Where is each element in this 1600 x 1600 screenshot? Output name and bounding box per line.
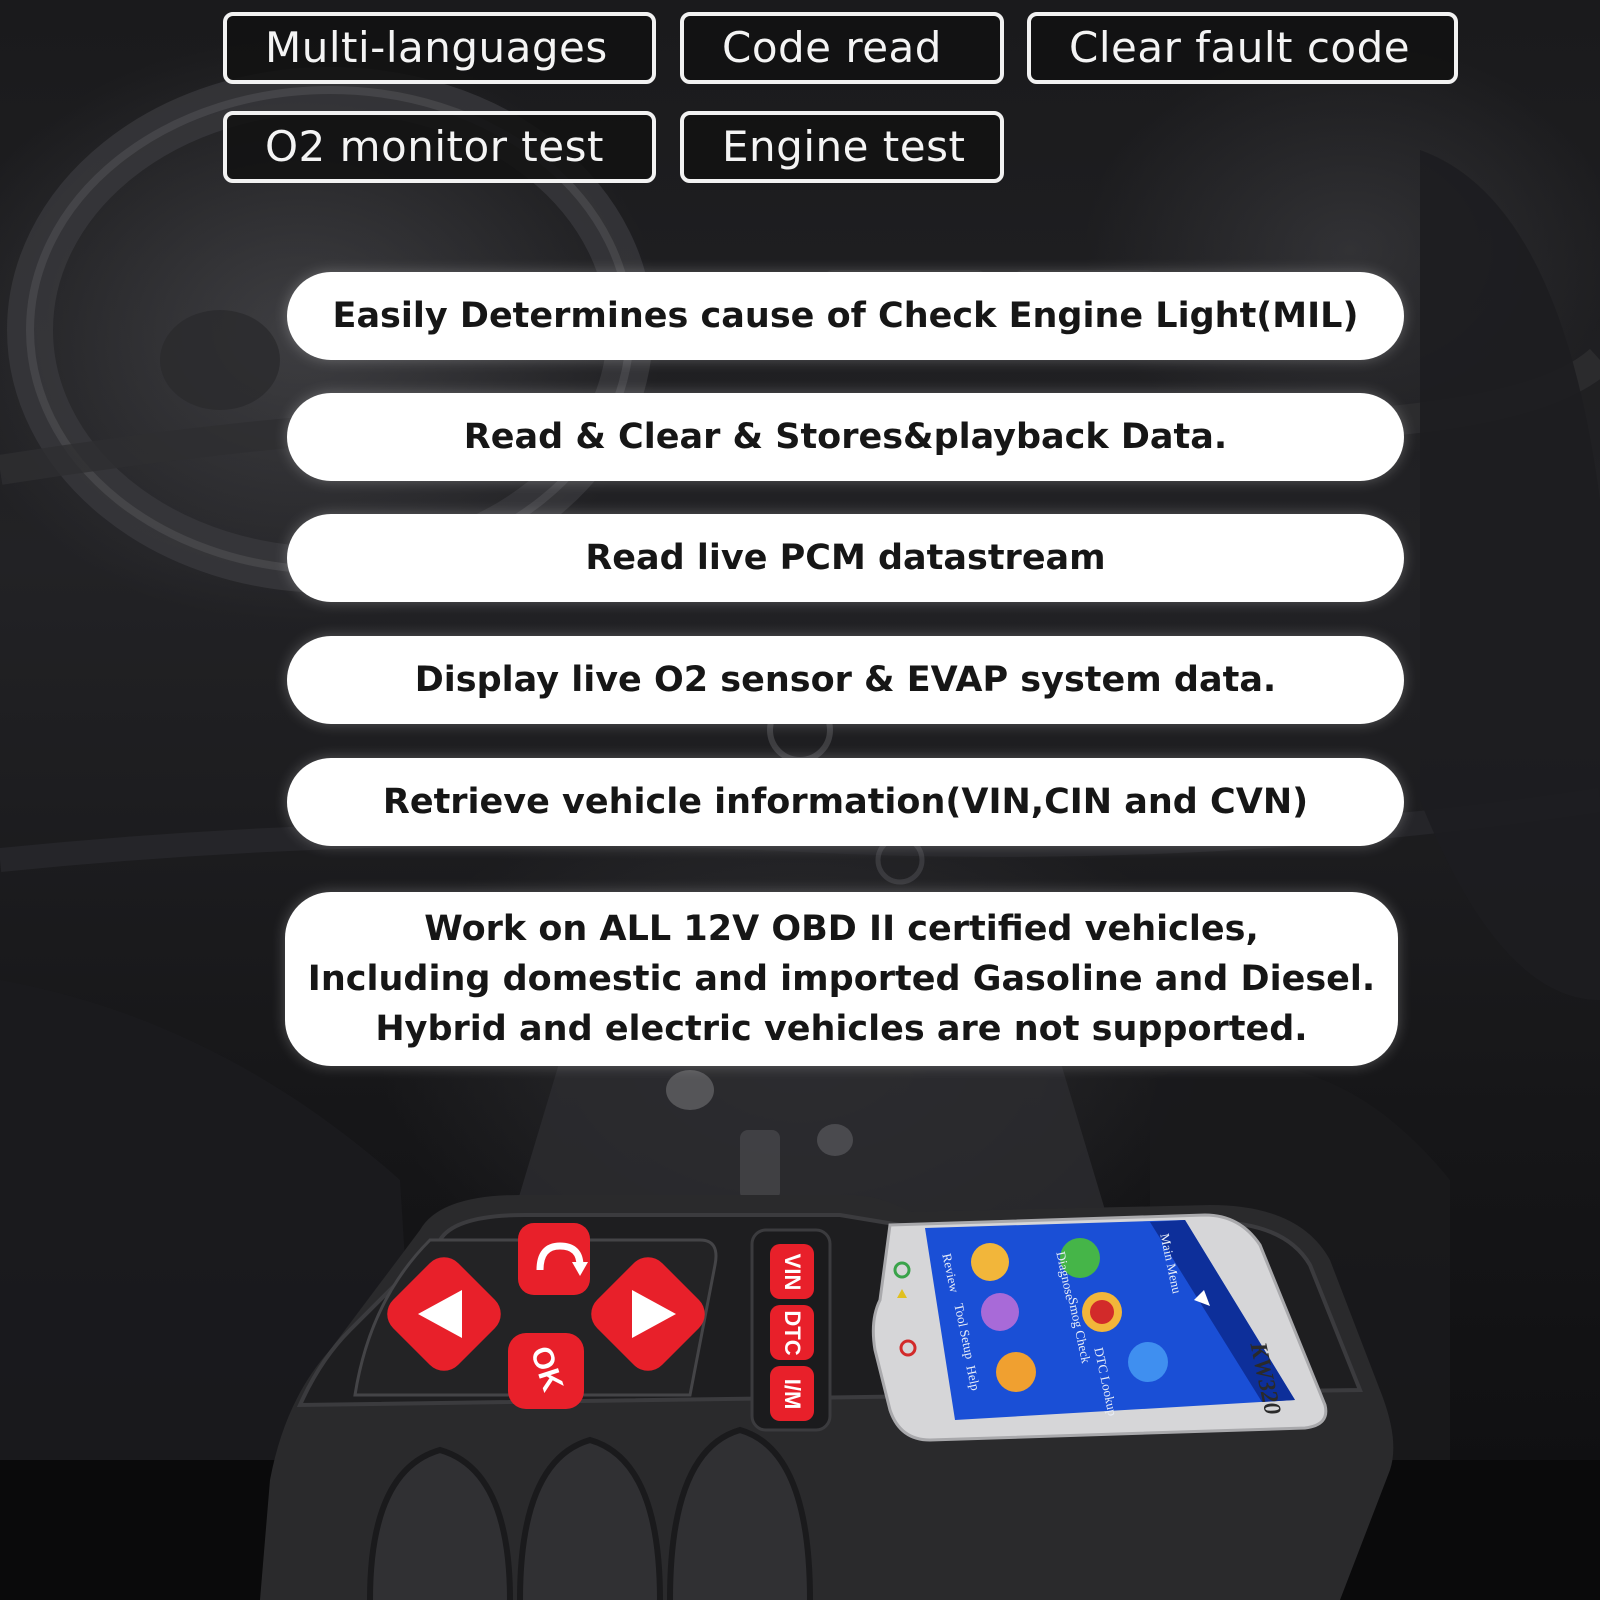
feature-pcm-datastream: Read live PCM datastream: [287, 514, 1404, 602]
tag-clear-fault-code: Clear fault code: [1027, 12, 1458, 84]
tag-code-read: Code read: [680, 12, 1004, 84]
feature-o2-evap-data: Display live O2 sensor & EVAP system dat…: [287, 636, 1404, 724]
tag-o2-monitor-test: O2 monitor test: [223, 111, 656, 183]
feature-check-engine-light: Easily Determines cause of Check Engine …: [287, 272, 1404, 360]
compatibility-note: Work on ALL 12V OBD II certified vehicle…: [285, 892, 1398, 1066]
tag-engine-test: Engine test: [680, 111, 1004, 183]
compatibility-line-1: Work on ALL 12V OBD II certified vehicle…: [424, 909, 1259, 949]
compatibility-line-2: Including domestic and imported Gasoline…: [307, 959, 1376, 999]
tag-multi-languages: Multi-languages: [223, 12, 656, 84]
feature-vehicle-information: Retrieve vehicle information(VIN,CIN and…: [287, 758, 1404, 846]
compatibility-line-3: Hybrid and electric vehicles are not sup…: [375, 1009, 1308, 1049]
feature-read-clear-data: Read & Clear & Stores&playback Data.: [287, 393, 1404, 481]
